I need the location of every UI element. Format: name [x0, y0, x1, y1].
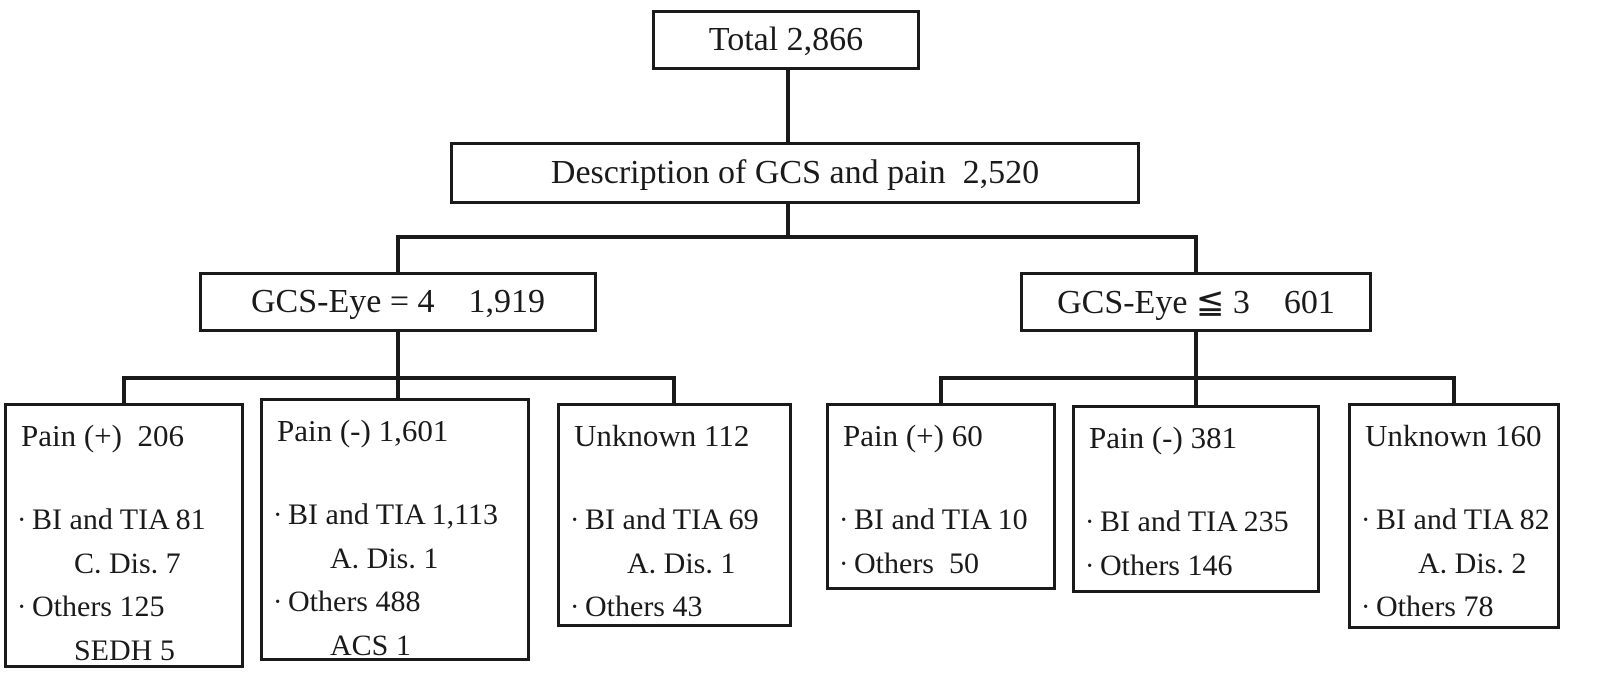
connector-to-pain-neg-1601 — [396, 376, 400, 402]
leaf-title: Pain (-) 381 — [1089, 420, 1238, 455]
leaf-title: Pain (-) 1,601 — [277, 413, 449, 448]
bullet-icon: · — [273, 500, 283, 531]
leaf-detail-line: A. Dis. 1 — [570, 542, 779, 585]
connector-to-gcs-eye-4 — [396, 235, 400, 274]
bullet-icon: · — [17, 505, 27, 536]
node-pain-pos-206: Pain (+) 206 · BI and TIA 81 C. Dis. 7 ·… — [4, 403, 244, 668]
leaf-detail-text: A. Dis. 2 — [1418, 547, 1527, 580]
connector-to-pain-neg-381 — [1194, 376, 1198, 407]
leaf-detail-text: SEDH 5 — [74, 634, 175, 667]
leaf-detail-text: BI and TIA 1,113 — [288, 498, 498, 531]
bullet-icon: · — [1085, 551, 1095, 582]
leaf-detail-text: Others 78 — [1376, 590, 1494, 623]
leaf-detail-line: C. Dis. 7 — [17, 542, 231, 585]
leaf-detail-line: · Others 50 — [839, 542, 1043, 586]
node-pain-pos-60: Pain (+) 60 · BI and TIA 10 · Others 50 — [826, 403, 1056, 590]
leaf-title: Unknown 112 — [574, 418, 750, 453]
leaf-detail-text: Others 43 — [585, 590, 703, 623]
leaf-detail-text: BI and TIA 81 — [32, 503, 206, 536]
node-gcs-eye-4: GCS-Eye = 4 1,919 — [199, 272, 597, 332]
leaf-detail-line: · Others 125 — [17, 585, 231, 629]
leaf-detail-list: · BI and TIA 81 C. Dis. 7 · Others 125 S… — [17, 498, 231, 672]
leaf-detail-text: BI and TIA 10 — [854, 503, 1028, 536]
leaf-detail-text: Others 488 — [288, 585, 421, 618]
connector-level2-horizontal — [396, 235, 1198, 239]
connector-to-pain-pos-60 — [939, 376, 943, 405]
node-unknown-160: Unknown 160 · BI and TIA 82 A. Dis. 2 · … — [1348, 403, 1560, 629]
bullet-icon: · — [839, 549, 849, 580]
leaf-detail-line: SEDH 5 — [17, 629, 231, 672]
leaf-detail-line: · Others 488 — [273, 580, 517, 624]
connector-total-to-description — [786, 70, 790, 142]
connector-gcs4-down — [396, 332, 400, 378]
leaf-detail-line: A. Dis. 2 — [1361, 542, 1547, 585]
leaf-detail-line: · BI and TIA 1,113 — [273, 493, 517, 537]
node-description-gcs-pain: Description of GCS and pain 2,520 — [450, 142, 1140, 204]
leaf-detail-line: A. Dis. 1 — [273, 537, 517, 580]
leaf-title: Pain (+) 60 — [843, 418, 983, 453]
leaf-detail-line: · BI and TIA 10 — [839, 498, 1043, 542]
leaf-detail-text: C. Dis. 7 — [74, 547, 181, 580]
leaf-detail-text: A. Dis. 1 — [330, 542, 439, 575]
connector-to-unknown-160 — [1452, 376, 1456, 405]
bullet-icon: · — [17, 592, 27, 623]
leaf-detail-list: · BI and TIA 1,113 A. Dis. 1 · Others 48… — [273, 493, 517, 667]
bullet-icon: · — [1361, 505, 1371, 536]
leaf-detail-list: · BI and TIA 82 A. Dis. 2 · Others 78 — [1361, 498, 1550, 629]
node-unknown-112: Unknown 112 · BI and TIA 69 A. Dis. 1 · … — [557, 403, 792, 627]
leaf-detail-line: · Others 146 — [1085, 544, 1307, 588]
node-pain-neg-1601: Pain (-) 1,601 · BI and TIA 1,113 A. Dis… — [260, 398, 530, 662]
leaf-detail-text: BI and TIA 235 — [1100, 505, 1289, 538]
node-gcs-eye-le-3: GCS-Eye ≦ 3 601 — [1020, 272, 1372, 332]
leaf-detail-line: · BI and TIA 82 — [1361, 498, 1550, 542]
leaf-detail-text: Others 50 — [854, 547, 979, 580]
connector-gcs3-down — [1194, 332, 1198, 378]
connector-description-down — [786, 204, 790, 237]
leaf-detail-line: · BI and TIA 235 — [1085, 500, 1307, 544]
node-total: Total 2,866 — [652, 10, 920, 70]
leaf-detail-text: A. Dis. 1 — [627, 547, 736, 580]
leaf-detail-line: · BI and TIA 69 — [570, 498, 779, 542]
leaf-detail-text: BI and TIA 69 — [585, 503, 759, 536]
leaf-detail-line: · Others 43 — [570, 585, 779, 629]
leaf-detail-line: · BI and TIA 81 — [17, 498, 231, 542]
leaf-title: Unknown 160 — [1365, 418, 1542, 453]
connector-to-pain-pos-206 — [122, 376, 126, 405]
leaf-detail-list: · BI and TIA 10 · Others 50 — [839, 498, 1043, 586]
bullet-icon: · — [839, 505, 849, 536]
bullet-icon: · — [570, 592, 580, 623]
leaf-detail-list: · BI and TIA 235 · Others 146 — [1085, 500, 1307, 588]
bullet-icon: · — [273, 587, 283, 618]
leaf-detail-text: Others 125 — [32, 590, 165, 623]
leaf-detail-text: BI and TIA 82 — [1376, 503, 1550, 536]
bullet-icon: · — [1361, 592, 1371, 623]
leaf-title: Pain (+) 206 — [21, 418, 184, 453]
node-pain-neg-381: Pain (-) 381 · BI and TIA 235 · Others 1… — [1072, 405, 1320, 593]
leaf-detail-list: · BI and TIA 69 A. Dis. 1 · Others 43 — [570, 498, 779, 629]
bullet-icon: · — [1085, 507, 1095, 538]
leaf-detail-line: ACS 1 — [273, 624, 517, 667]
leaf-detail-line: · Others 78 — [1361, 585, 1547, 629]
connector-to-unknown-112 — [672, 376, 676, 405]
leaf-detail-text: ACS 1 — [330, 629, 411, 662]
leaf-detail-text: Others 146 — [1100, 549, 1233, 582]
connector-to-gcs-eye-le-3 — [1194, 235, 1198, 274]
bullet-icon: · — [570, 505, 580, 536]
